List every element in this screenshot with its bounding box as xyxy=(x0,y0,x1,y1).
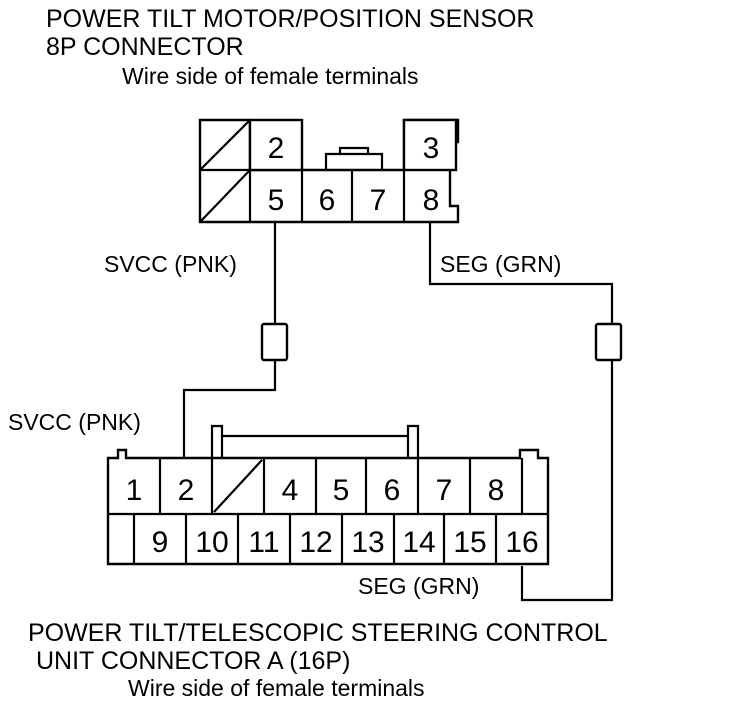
bottom-connector-title-line2: UNIT CONNECTOR A (16P) xyxy=(36,647,350,675)
top-pin-7: 7 xyxy=(370,184,387,217)
top-cell-3 xyxy=(402,118,458,172)
bottom-pin-9: 9 xyxy=(152,526,169,559)
top-pin-5: 5 xyxy=(268,184,285,217)
blank-cavity-diagonal xyxy=(213,459,263,513)
top-cell-2 xyxy=(248,118,304,172)
bottom-pin-16: 16 xyxy=(505,526,538,559)
bottom-connector-housing xyxy=(106,448,550,566)
bottom-pin-5: 5 xyxy=(333,474,350,507)
top-connector-title-line2: 8P CONNECTOR xyxy=(46,33,244,61)
bottom-pin-11: 11 xyxy=(248,526,279,559)
bottom-connector-subtitle: Wire side of female terminals xyxy=(128,675,425,701)
bottom-pin-14: 14 xyxy=(402,526,435,559)
blank-cavity-diagonal xyxy=(199,119,251,171)
bottom-connector-lock-bar xyxy=(210,424,224,458)
top-pin-8: 8 xyxy=(423,184,440,217)
bottom-pin-10: 10 xyxy=(195,526,228,559)
seg-wire-label-bottom: SEG (GRN) xyxy=(358,573,479,599)
bottom-connector-lock-bar xyxy=(406,424,420,458)
bottom-pin-6: 6 xyxy=(384,474,401,507)
bottom-pin-13: 13 xyxy=(351,526,384,559)
top-pin-2: 2 xyxy=(268,132,285,165)
seg-wire xyxy=(428,222,614,324)
top-connector-title-line1: POWER TILT MOTOR/POSITION SENSOR xyxy=(46,5,535,33)
bottom-pin-7: 7 xyxy=(436,474,453,507)
bottom-connector-title-line1: POWER TILT/TELESCOPIC STEERING CONTROL xyxy=(28,619,608,647)
svcc-wire-splice xyxy=(260,322,289,362)
top-pin-3: 3 xyxy=(423,132,440,165)
bottom-pin-1: 1 xyxy=(126,474,143,507)
bottom-pin-15: 15 xyxy=(453,526,486,559)
top-connector-lock-tab xyxy=(324,152,384,170)
top-pin-6: 6 xyxy=(319,184,336,217)
bottom-pin-2: 2 xyxy=(178,474,195,507)
bottom-connector-16p: 1 2 4 5 6 7 8 9 10 11 12 13 14 15 16 xyxy=(106,424,550,566)
top-connector-8p: 2 3 5 6 7 8 xyxy=(198,118,460,224)
seg-wire-label-top: SEG (GRN) xyxy=(440,251,561,277)
seg-wire xyxy=(520,360,614,602)
bottom-pin-4: 4 xyxy=(282,474,299,507)
bottom-pin-12: 12 xyxy=(299,526,332,559)
top-connector-lock-tab xyxy=(338,146,370,154)
svcc-wire xyxy=(182,360,277,458)
svcc-wire-label-bottom: SVCC (PNK) xyxy=(8,409,141,435)
svcc-wire-label-top: SVCC (PNK) xyxy=(104,251,237,277)
blank-cavity-diagonal xyxy=(199,169,251,223)
seg-wire-splice xyxy=(594,322,623,362)
top-connector-subtitle: Wire side of female terminals xyxy=(122,63,419,89)
bottom-pin-8: 8 xyxy=(488,474,505,507)
